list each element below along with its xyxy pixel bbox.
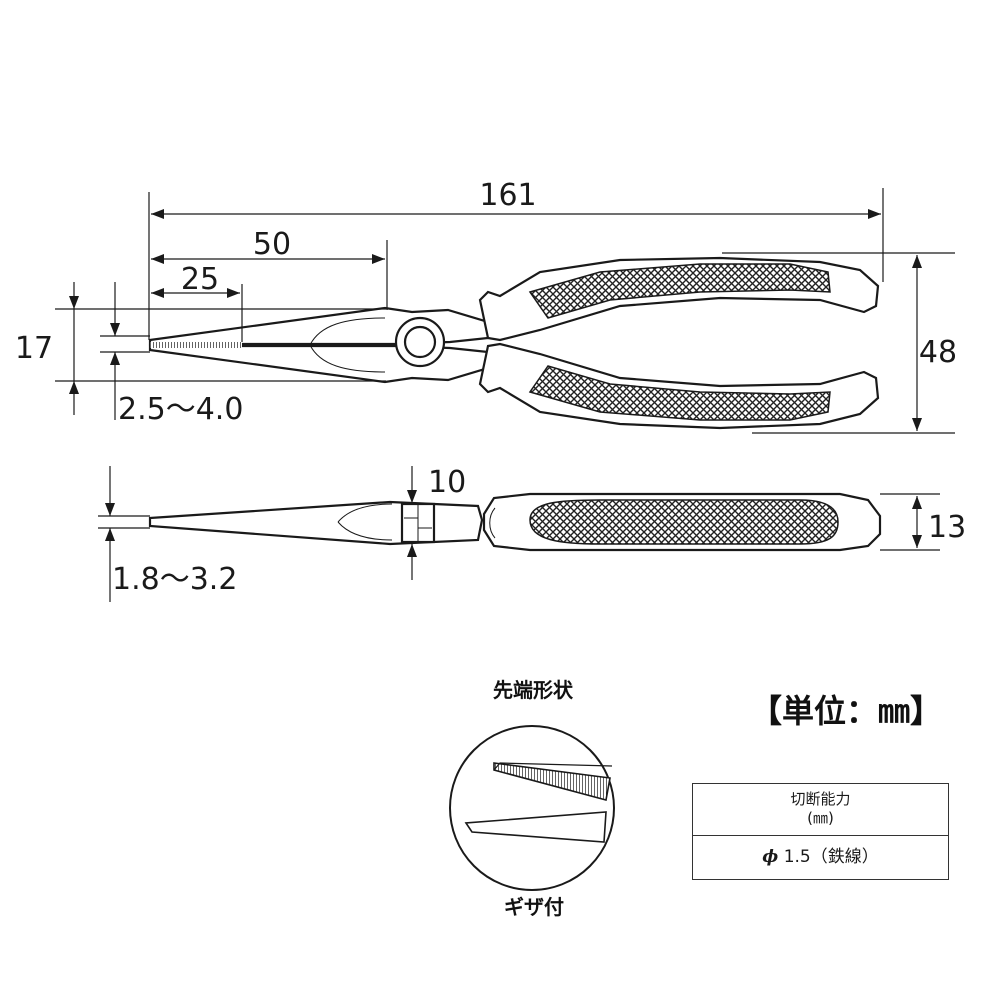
label-tip-width: 2.5～4.0 xyxy=(118,392,243,427)
cutting-capacity-value-row: ϕ 1.5（鉄線） xyxy=(693,836,948,879)
tip-detail-callout xyxy=(449,725,615,891)
upper-handle-grip xyxy=(528,263,831,319)
label-handle-thickness: 13 xyxy=(928,510,966,545)
pivot-rivet xyxy=(403,325,437,359)
lower-handle-grip xyxy=(528,365,831,421)
label-tip-thickness: 1.8～3.2 xyxy=(112,562,237,597)
dimension-tip-thickness xyxy=(98,466,150,602)
tip-detail-title: 先端形状 xyxy=(493,678,574,702)
label-overall-length: 161 xyxy=(479,178,536,213)
tip-detail-caption: ギザ付 xyxy=(504,895,564,919)
dimension-jaw-width xyxy=(55,282,386,415)
dimension-tip-width xyxy=(100,282,150,420)
dimension-joint-thickness xyxy=(407,466,417,580)
pliers-side-view xyxy=(148,492,882,552)
phi-symbol: ϕ xyxy=(762,847,779,867)
tip-lower xyxy=(464,811,607,843)
tip-upper-serrated xyxy=(493,762,611,801)
label-joint-thickness: 10 xyxy=(428,465,466,500)
dimension-handle-thickness xyxy=(880,493,940,551)
cutting-capacity-value: 1.5（鉄線） xyxy=(783,847,879,867)
jaw-serration xyxy=(150,342,242,348)
dimension-overall-width xyxy=(722,252,955,434)
unit-label: 【単位：㎜】 xyxy=(750,692,942,730)
dimension-overall-length xyxy=(148,188,884,340)
label-serration-length: 25 xyxy=(181,262,219,297)
label-overall-width: 48 xyxy=(919,335,957,370)
cutting-capacity-header: 切断能力 (㎜) xyxy=(693,784,948,836)
label-jaw-length: 50 xyxy=(253,227,291,262)
dimension-jaw-length xyxy=(151,240,388,310)
dimension-serration-length xyxy=(151,284,243,342)
cutting-capacity-unit: (㎜) xyxy=(807,809,834,827)
side-handle-grip xyxy=(529,499,839,545)
cutting-capacity-table: 切断能力 (㎜) ϕ 1.5（鉄線） xyxy=(692,783,949,880)
label-jaw-width: 17 xyxy=(15,331,53,366)
cutting-capacity-title: 切断能力 xyxy=(790,790,851,808)
pliers-top-view xyxy=(148,256,880,430)
side-jaw xyxy=(148,500,484,546)
